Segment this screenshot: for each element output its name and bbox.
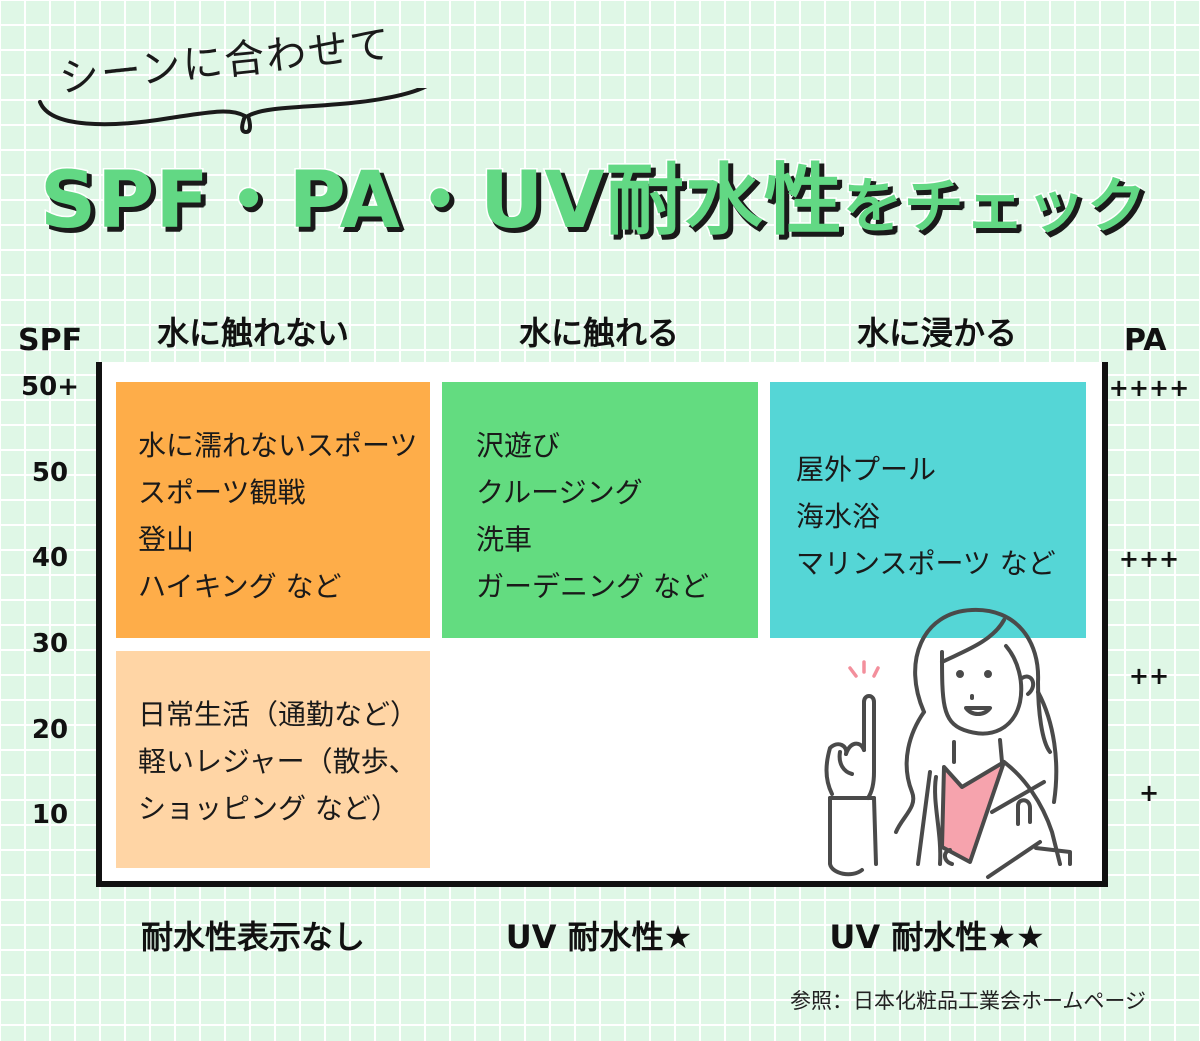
scene-item: 水に濡れないスポーツ [138,429,418,462]
pa-tick: +++ [1118,545,1180,573]
column-header-immerse-water: 水に浸かる [856,314,1017,352]
title-main: SPF・PA・UV耐水性 [39,155,844,248]
scene-item: 海水浴 [796,500,881,533]
scene-item: 沢遊び [476,429,561,462]
spf-tick: 20 [31,715,69,745]
spf-tick: 50+ [21,372,79,402]
pa-tick: ++++ [1108,374,1190,402]
scene-item: 登山 [138,523,195,556]
footer-label-uv-resistance-1star: UV 耐水性★ [505,918,693,956]
scene-item: ショッピング など） [138,792,399,825]
title-suffix: をチェック [841,171,1148,244]
brace-underline-icon [38,88,428,135]
scene-item: スポーツ観戦 [138,476,306,509]
scene-item: ハイキング など [138,570,342,603]
scene-item: クルージング [476,476,643,509]
pa-tick: ++ [1128,662,1170,690]
scene-item: 日常生活（通勤など） [138,698,419,731]
spf-tick: 50 [31,458,69,488]
column-header-no-water: 水に触れない [156,314,349,352]
spf-axis-title: SPF [18,323,83,358]
spf-tick: 30 [31,629,69,659]
page-title: SPF・PA・UV耐水性をチェック [39,138,1149,250]
spf-tick: 10 [31,800,69,830]
scene-item: 屋外プール [796,453,937,486]
cell-no-water-low-spf: 日常生活（通勤など） 軽いレジャー（散歩、 ショッピング など） [116,651,430,868]
pa-axis-title: PA [1124,323,1167,358]
footer-label-uv-resistance-2star: UV 耐水性★★ [829,918,1045,956]
cell-immerse-water-high-spf: 屋外プール 海水浴 マリンスポーツ など [770,382,1086,638]
cell-touch-water-high-spf: 沢遊び クルージング 洗車 ガーデニング など [442,382,758,638]
pa-tick: + [1138,779,1160,807]
chart-frame: 水に濡れないスポーツ スポーツ観戦 登山 ハイキング など 日常生活（通勤など）… [96,362,1108,887]
cell-no-water-high-spf: 水に濡れないスポーツ スポーツ観戦 登山 ハイキング など [116,382,430,638]
scene-item: 軽いレジャー（散歩、 [138,745,417,778]
doctor-illustration-icon [824,607,1072,879]
scene-item: マリンスポーツ など [796,547,1056,580]
footer-label-no-water-resistance: 耐水性表示なし [140,918,365,956]
spf-tick: 40 [31,543,69,573]
scene-item: ガーデニング など [476,570,709,603]
scene-item: 洗車 [476,523,533,556]
column-header-touch-water: 水に触れる [518,314,679,352]
source-note: 参照：日本化粧品工業会ホームページ [790,989,1146,1013]
